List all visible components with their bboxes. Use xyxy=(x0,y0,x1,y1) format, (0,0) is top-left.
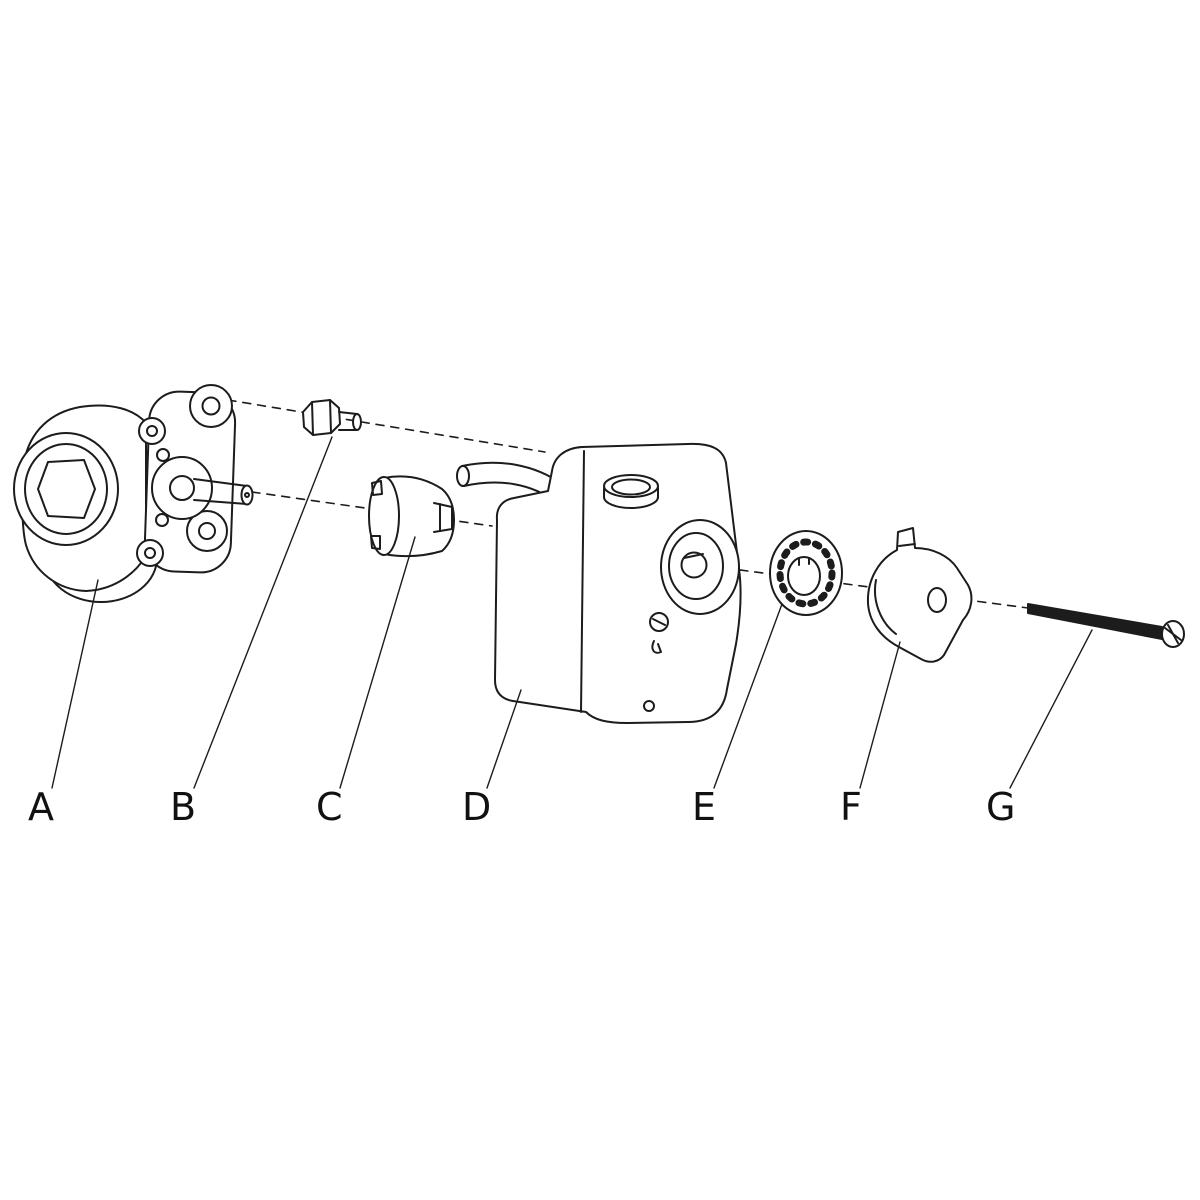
part-label-b: B xyxy=(170,785,196,829)
flange-hub xyxy=(152,457,212,519)
port-hex-bore xyxy=(38,460,95,518)
coupling-left-face xyxy=(369,477,399,555)
housing-top-port xyxy=(604,475,658,508)
part-labels: A B C D E F G xyxy=(28,785,1015,829)
valve-stem xyxy=(194,479,253,505)
leader-line-c xyxy=(340,537,415,788)
knob-body xyxy=(868,528,971,662)
output-shaft-boss xyxy=(661,520,739,614)
disc-center-hole xyxy=(788,557,820,595)
coupling-slot xyxy=(434,503,452,532)
part-label-c: C xyxy=(316,785,343,829)
knob-screw-hole xyxy=(928,588,946,612)
screw-shaft xyxy=(1028,604,1162,639)
leader-line-b xyxy=(194,437,332,788)
manual-lever-end xyxy=(457,466,469,486)
bolt-ear xyxy=(190,385,232,427)
coupling-cylinder xyxy=(384,476,454,556)
bolt-hole xyxy=(199,523,215,539)
bolt-hole xyxy=(147,426,157,436)
output-shaft-hole xyxy=(682,553,707,578)
axis-line-upper xyxy=(228,400,545,452)
declutch-button xyxy=(650,613,668,653)
part-label-d: D xyxy=(462,785,491,829)
part-label-a: A xyxy=(28,785,54,829)
coupling-notch-top xyxy=(372,481,382,495)
leader-line-d xyxy=(487,690,521,788)
housing-front-edge xyxy=(581,451,584,712)
bolt-hole xyxy=(203,398,220,415)
leader-line-g xyxy=(1010,630,1092,788)
part-override-knob xyxy=(868,528,971,662)
part-indicator-disc xyxy=(770,531,842,615)
nut-stub xyxy=(339,412,361,430)
nut-hex-head xyxy=(303,400,340,435)
bolt-ear xyxy=(187,511,227,551)
screw-head-slot xyxy=(1168,625,1178,643)
leader-line-a xyxy=(52,580,98,788)
leader-line-f xyxy=(860,642,900,788)
part-fixing-screw xyxy=(1028,604,1184,647)
disc-tick-ring xyxy=(780,542,832,604)
coupling-notch-bottom xyxy=(371,536,380,549)
valve-port xyxy=(14,433,118,545)
bolt-ear xyxy=(137,540,163,566)
part-stem-adapter-nut xyxy=(303,400,361,435)
bolt-ear xyxy=(139,418,165,444)
knob-tab-line xyxy=(899,544,915,546)
small-hole xyxy=(156,514,168,526)
part-label-f: F xyxy=(840,785,862,829)
part-valve-body xyxy=(14,385,253,602)
nut-facet-line xyxy=(312,402,313,435)
bolt-hole xyxy=(145,548,155,558)
knob-inner-contour xyxy=(875,580,896,634)
shaft-hole-flat xyxy=(684,554,703,558)
clip-symbol xyxy=(652,641,661,653)
small-hole xyxy=(157,449,169,461)
disc-keyway xyxy=(799,558,809,565)
part-label-g: G xyxy=(986,785,1015,829)
flange-bolt-ears xyxy=(137,385,232,566)
leader-lines xyxy=(52,437,1092,788)
part-coupling-sleeve xyxy=(369,476,454,556)
part-actuator-housing xyxy=(457,444,741,723)
housing-screw-hole xyxy=(644,701,654,711)
nut-facet-line xyxy=(330,400,331,433)
housing-outline xyxy=(495,444,741,723)
part-label-e: E xyxy=(692,785,716,829)
leader-line-e xyxy=(714,604,782,788)
flange-hub-bore xyxy=(170,476,194,500)
